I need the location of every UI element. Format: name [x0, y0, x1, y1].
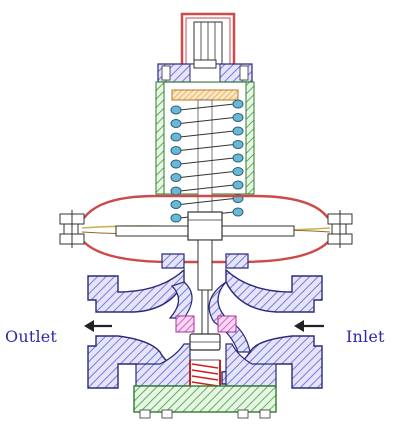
spring-coil-section: [170, 119, 182, 128]
valve-stem: [189, 239, 221, 351]
spring-coil-wire: [179, 144, 235, 151]
top-flange: [157, 59, 253, 83]
spring-coil-section: [232, 167, 244, 176]
spring-coil-section: [232, 113, 244, 122]
spring-coil-wire: [179, 117, 235, 124]
inlet-label: Inlet: [346, 327, 385, 346]
spring-coil-section: [170, 213, 182, 223]
outlet-label: Outlet: [5, 327, 58, 346]
adjusting-cap: [180, 12, 236, 67]
spring-coil-section: [170, 159, 182, 169]
bottom-cover: [133, 385, 277, 419]
inlet-arrow-icon: [294, 320, 324, 332]
valve-body: [87, 253, 323, 389]
spring-coil-section: [232, 153, 244, 163]
spring-coil-section: [170, 132, 182, 142]
spring-coils: [170, 99, 244, 223]
spring-coil-wire: [179, 198, 235, 205]
spring-coil-section: [170, 105, 182, 115]
spring-coil-section: [232, 99, 244, 109]
spring-coil-wire: [179, 171, 235, 178]
spring-coil-section: [170, 146, 182, 155]
outlet-arrow-icon: [84, 320, 112, 332]
spring-coil-section: [232, 180, 244, 190]
spring-coil-section: [232, 126, 244, 136]
diaphragm-housing: [81, 194, 331, 264]
spring-coil-section: [232, 140, 244, 149]
spring-coil-section: [232, 207, 244, 217]
spring-coil-wire: [179, 130, 235, 138]
valve-seat: [175, 315, 237, 333]
spring-coil-section: [170, 186, 182, 196]
spring-coil-section: [170, 200, 182, 209]
spring-coil-wire: [179, 103, 235, 111]
bottom-spring: [189, 359, 221, 389]
spring-coil-wire: [179, 184, 235, 192]
spring-coil-section: [170, 173, 182, 182]
spring-coil-wire: [179, 157, 235, 165]
right-bolt: [327, 210, 353, 248]
left-bolt: [59, 210, 85, 248]
